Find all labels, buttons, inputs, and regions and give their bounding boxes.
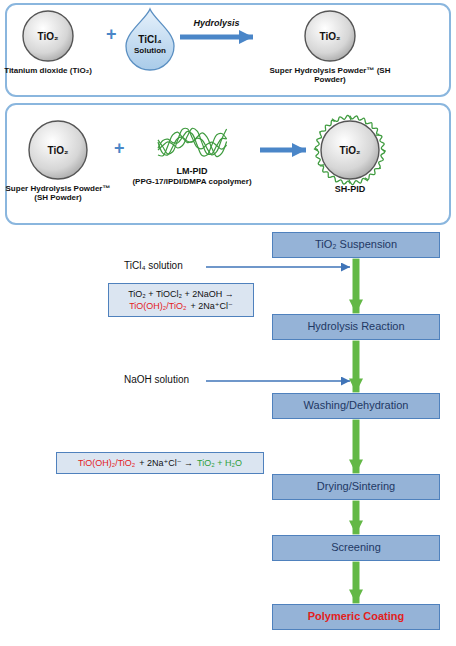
feed-label: TiCl₄ solution <box>124 260 183 271</box>
node-title: Screening <box>279 541 433 554</box>
node-caption: Super Hydrolysis Powder™ (SH Powder) <box>3 184 113 202</box>
node-title: TiO(OH)₂/TiO₂ <box>78 457 135 469</box>
node-title: TiO₂ Suspension <box>279 238 433 251</box>
node-caption: Titanium dioxide (TiO₂) <box>0 66 100 75</box>
particle-node: TiO₂ Super Hydrolysis Powder™ (SH Powder) <box>255 10 405 84</box>
process-box: Washing/Dehydration <box>272 393 440 418</box>
feed-arrow <box>206 380 350 382</box>
node-title: Drying/Sintering <box>279 480 433 493</box>
process-box: Hydrolysis Reaction <box>272 314 440 339</box>
edge-label: Hydrolysis <box>191 18 241 28</box>
panel-frame <box>6 4 450 96</box>
flow-arrow <box>353 341 360 393</box>
process-box: TiO₂ Suspension <box>272 232 440 257</box>
polymer-strand <box>320 166 335 178</box>
polymer-strand <box>333 176 350 184</box>
polymer-strand <box>349 178 368 184</box>
equation-box: TiO₂ + TiOCl₂ + 2NaOH →TiO(OH)₂/TiO₂ + 2N… <box>108 283 254 317</box>
equation-box: TiO(OH)₂/TiO₂ + 2Na⁺Cl⁻ → TiO₂ + H₂O <box>56 452 264 474</box>
node-caption: TiO(OH)₂/TiO₂ <box>129 300 186 312</box>
node-title: Washing/Dehydration <box>279 399 433 412</box>
polymer-strand <box>158 131 227 156</box>
node-title: TiO₂ <box>0 10 100 62</box>
flow-arrow <box>353 562 360 604</box>
copolymer-icon <box>154 120 230 164</box>
polymer-strand <box>314 149 324 165</box>
polymer-strand <box>158 129 227 156</box>
node-caption: + 2Na⁺Cl⁻ <box>191 300 233 312</box>
polymer-strand <box>376 135 386 151</box>
polymer-strand <box>366 123 380 135</box>
node-title: LM-PID <box>126 166 258 177</box>
process-box: Drying/Sintering <box>272 474 440 499</box>
polymer-strand <box>315 131 321 150</box>
polymer-strand <box>320 120 335 132</box>
flow-arrow <box>353 259 360 314</box>
node-title: Polymeric Coating <box>279 610 433 623</box>
polymer-strand <box>379 150 385 168</box>
node-caption: SH-PID <box>308 184 392 194</box>
feed-arrow <box>206 266 350 268</box>
node-title: TiO₂ <box>255 10 405 62</box>
copolymer-node: LM-PID(PPG-17/IPDI/DMPA copolymer) <box>126 120 258 187</box>
flow-arrow <box>180 35 253 40</box>
node-title: TiO₂ <box>3 120 113 180</box>
node-title: TiCl₄ <box>122 34 178 46</box>
flow-arrow <box>353 420 360 474</box>
node-caption: Solution <box>122 46 178 56</box>
node-caption: + 2Na⁺Cl⁻ → <box>139 457 193 469</box>
process-box: Screening <box>272 535 440 560</box>
polymer-strand <box>365 168 381 180</box>
node-title: TiO₂ <box>308 120 392 180</box>
node-caption: (PPG-17/IPDI/DMPA copolymer) <box>126 177 258 187</box>
feed-label: NaOH solution <box>124 374 189 385</box>
node-title: TiO₂ + TiOCl₂ + 2NaOH → <box>128 288 234 300</box>
particle-node: TiO₂ SH-PID <box>308 120 392 194</box>
particle-node: TiO₂ Super Hydrolysis Powder™ (SH Powder) <box>3 120 113 202</box>
flow-arrow <box>353 501 360 535</box>
polymer-strand <box>332 115 351 121</box>
node-caption: Super Hydrolysis Powder™ (SH Powder) <box>255 66 405 84</box>
node-caption: TiO₂ + H₂O <box>197 457 242 469</box>
plus-sign: + <box>114 138 125 159</box>
polymer-strand <box>350 116 366 125</box>
panel-frame <box>6 104 450 224</box>
solution-drop: TiCl₄Solution <box>122 7 178 71</box>
node-title: Hydrolysis Reaction <box>279 320 433 333</box>
process-box: Polymeric Coating <box>272 604 440 629</box>
flow-arrow <box>260 148 306 153</box>
plus-sign: + <box>106 24 117 45</box>
particle-node: TiO₂ Titanium dioxide (TiO₂) <box>0 10 100 75</box>
